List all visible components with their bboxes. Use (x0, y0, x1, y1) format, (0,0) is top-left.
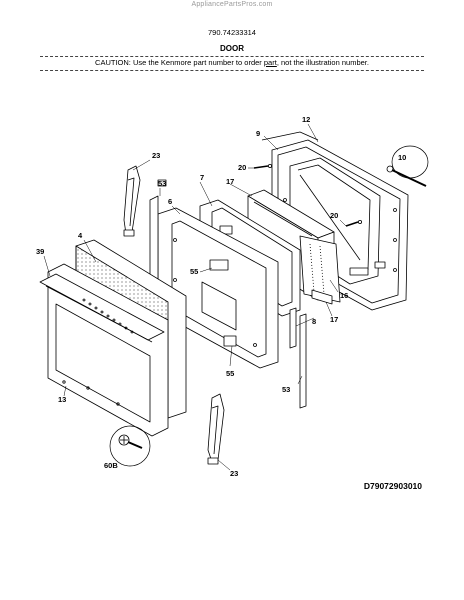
leader-lines (43, 123, 347, 471)
callout-13: 13 (58, 395, 66, 404)
callout-60b: 60B (104, 461, 118, 470)
model-number: 790.74233314 (208, 28, 256, 37)
callout-8: 8 (312, 317, 316, 326)
outer-door-panel (39, 263, 169, 437)
diagram-code: D79072903010 (363, 481, 422, 491)
section-title: DOOR (220, 44, 244, 53)
screw-20-upper (253, 163, 272, 169)
callout-20-upper: 20 (238, 163, 246, 172)
insulation-lower (311, 289, 333, 305)
hinge-upper (123, 165, 167, 237)
callout-17-lower: 17 (330, 315, 338, 324)
screw-detail (109, 425, 151, 467)
callout-7: 7 (200, 173, 204, 182)
door-gasket (261, 131, 319, 141)
callout-53-lower: 53 (282, 385, 290, 394)
callout-53-upper: 53 (158, 179, 166, 188)
callout-17-upper: 17 (226, 177, 234, 186)
callout-20-lower: 20 (330, 211, 338, 220)
callout-55-upper: 55 (190, 267, 198, 276)
callout-6: 6 (168, 197, 172, 206)
part-link[interactable]: part (263, 58, 277, 67)
inner-door-frame (157, 207, 279, 369)
callout-16: 16 (340, 291, 348, 300)
callout-55-lower: 55 (226, 369, 234, 378)
screw-20-lower (345, 219, 362, 227)
callout-4: 4 (78, 231, 83, 240)
divider-top (40, 56, 424, 57)
callout-9: 9 (256, 129, 260, 138)
callout-23-upper: 23 (152, 151, 160, 160)
callout-39: 39 (36, 247, 44, 256)
callout-12: 12 (302, 115, 310, 124)
hinge-lower (207, 393, 225, 465)
side-trim-lower (299, 313, 307, 409)
callout-10: 10 (398, 153, 406, 162)
divider-bottom (40, 70, 424, 71)
caution-note: CAUTION: Use the Kenmore part number to … (95, 58, 369, 67)
vertical-trim-strip (289, 307, 297, 349)
glass-panel (299, 235, 341, 303)
callout-23-lower: 23 (230, 469, 238, 478)
site-watermark: AppliancePartsPros.com (191, 1, 273, 8)
pin-part (386, 145, 429, 187)
